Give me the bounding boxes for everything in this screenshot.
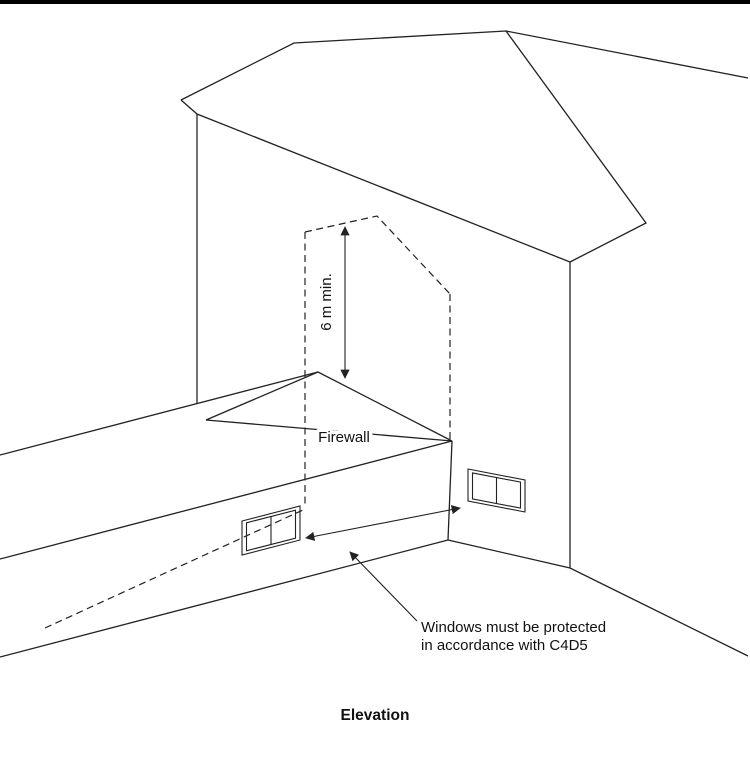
dashed-ground-projection — [44, 509, 304, 629]
window-right — [467, 468, 526, 513]
window-left-inner-frame — [245, 509, 297, 552]
firewall-label: Firewall — [318, 429, 370, 446]
window-right-outer-frame — [467, 468, 526, 513]
main-roof-right-hip — [505, 30, 647, 263]
wing-ridge — [0, 371, 319, 456]
figure-caption: Elevation — [341, 707, 410, 724]
wing-junction-edge — [447, 440, 453, 541]
wing-right-eave — [0, 440, 453, 560]
dimension-6m: 6 m min. — [318, 226, 350, 379]
dashed-raised-roof-profile — [304, 215, 451, 295]
main-front-eave — [180, 99, 571, 263]
wing-wall-base — [0, 539, 449, 658]
page-top-rule — [0, 0, 750, 4]
protection-note: Windows must be protected in accordance … — [421, 619, 606, 654]
wing-gable-triangle — [205, 371, 453, 442]
window-left — [241, 505, 301, 556]
main-wall-base — [447, 539, 749, 657]
main-building-outline — [180, 30, 749, 657]
dimension-label: 6 m min. — [318, 273, 335, 331]
main-roof-ridge-lines — [180, 30, 749, 101]
window-distance-arrow — [305, 505, 461, 541]
firewall-projection-dashed-lines — [44, 215, 451, 629]
note-text-line2: in accordance with C4D5 — [421, 637, 588, 654]
window-left-outer-frame — [241, 505, 301, 556]
window-right-inner-frame — [471, 472, 522, 509]
note-leader-arrow — [349, 551, 418, 622]
lower-wing-outline — [0, 371, 453, 658]
note-text-line1: Windows must be protected — [421, 619, 606, 636]
